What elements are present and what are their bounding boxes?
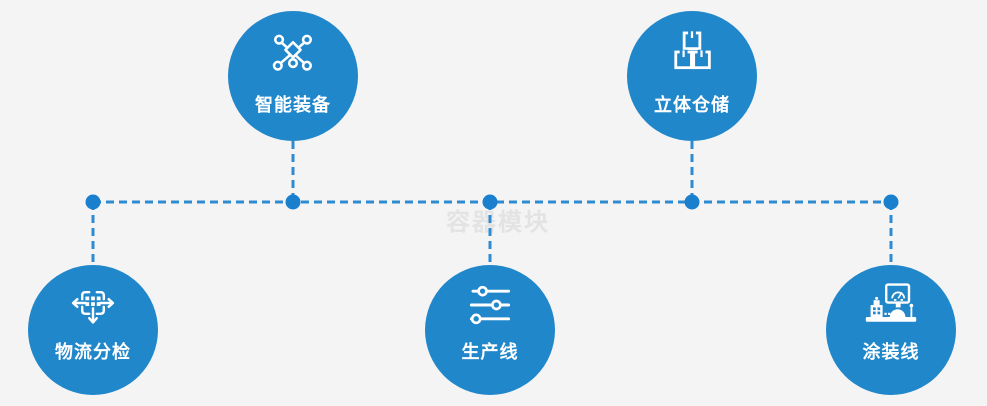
node-label: 智能装备 <box>255 95 331 115</box>
node-label: 立体仓储 <box>654 95 730 115</box>
sorting-arrows-icon <box>66 276 120 330</box>
diagram-node-painting-line: 涂装线 <box>826 265 956 395</box>
diagram-node-logistics-sorting: 物流分检 <box>28 265 158 395</box>
sliders-icon <box>463 280 517 330</box>
watermark: 容器模块 <box>446 209 550 236</box>
node-label: 生产线 <box>461 342 519 362</box>
control-station-icon <box>861 281 921 329</box>
node-label: 涂装线 <box>862 342 920 362</box>
junction-dot <box>285 194 301 210</box>
stacked-boxes-icon <box>664 30 720 74</box>
diagram-node-production-line: 生产线 <box>425 265 555 395</box>
network-nodes-icon <box>262 31 324 75</box>
node-label: 物流分检 <box>55 342 131 362</box>
junction-dot <box>684 194 700 210</box>
junction-dot <box>85 194 101 210</box>
diagram-node-stereo-warehouse: 立体仓储 <box>627 11 757 141</box>
junction-dot <box>883 194 899 210</box>
junction-dot <box>482 194 498 210</box>
diagram-node-smart-equipment: 智能装备 <box>228 11 358 141</box>
